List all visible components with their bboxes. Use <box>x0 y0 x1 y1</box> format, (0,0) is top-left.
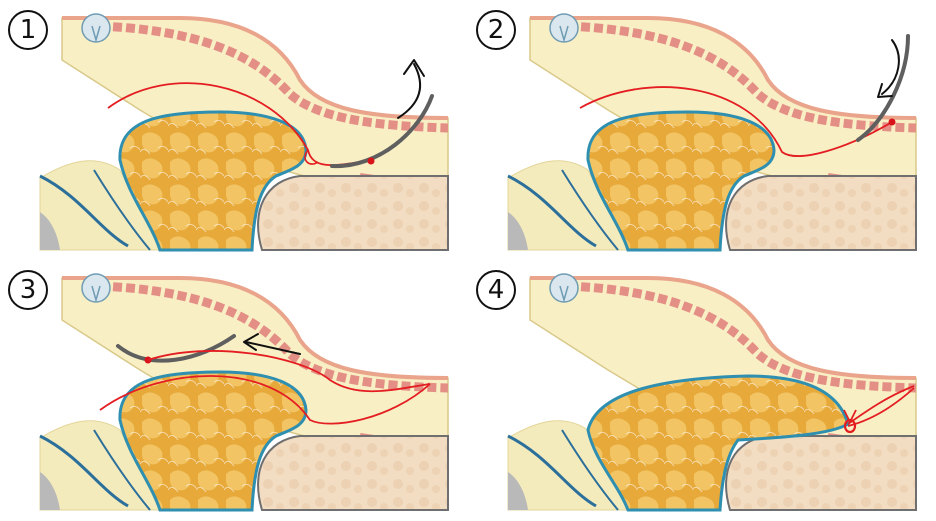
curved-up-arrow-icon <box>397 63 422 119</box>
suture-thread-lower <box>99 375 431 425</box>
step-number-badge: 3 <box>8 270 48 310</box>
needle-eye <box>367 157 375 165</box>
needle-eye <box>888 118 896 126</box>
anatomy-illustration <box>468 260 936 520</box>
arrowhead <box>243 333 259 351</box>
curved-down-arrow-icon <box>881 39 900 95</box>
anatomy-illustration <box>468 0 936 260</box>
suture-thread <box>147 350 431 393</box>
step-panel-1: 1 <box>0 0 468 260</box>
step-panel-3: 3 <box>0 260 468 520</box>
step-number-badge: 1 <box>8 10 48 50</box>
suture-thread <box>107 82 371 166</box>
suture-thread <box>847 385 915 425</box>
left-arrow-icon <box>245 341 301 355</box>
step-number-badge: 4 <box>476 270 516 310</box>
arrowhead <box>877 83 893 98</box>
curved-needle-icon <box>856 34 910 142</box>
suture-thread <box>579 86 893 157</box>
step-panel-4: 4 <box>468 260 936 520</box>
suture-loop <box>304 149 319 165</box>
anatomy-illustration <box>0 0 468 260</box>
anatomy-illustration <box>0 260 468 520</box>
step-number-badge: 2 <box>476 10 516 50</box>
curved-needle-icon <box>330 94 434 169</box>
knot-ends <box>843 409 857 425</box>
step-panel-2: 2 <box>468 0 936 260</box>
curved-needle-icon <box>116 334 236 363</box>
arrowhead <box>403 59 425 77</box>
